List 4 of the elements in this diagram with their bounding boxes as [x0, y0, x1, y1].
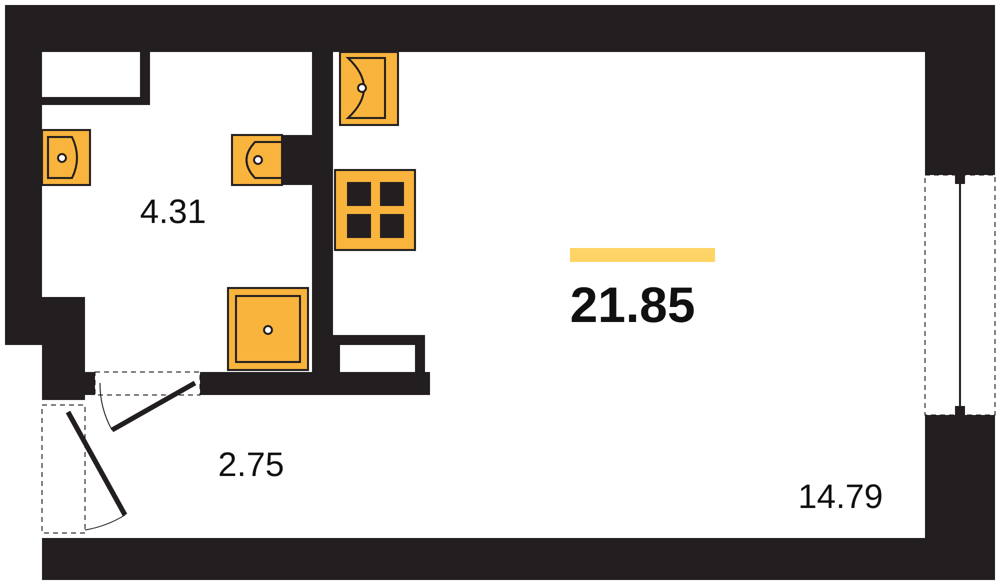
area-label: 14.79 [798, 480, 884, 514]
area-label: 4.31 [140, 195, 206, 229]
area-label: 2.75 [218, 448, 284, 482]
area-label: 21.85 [570, 280, 696, 330]
